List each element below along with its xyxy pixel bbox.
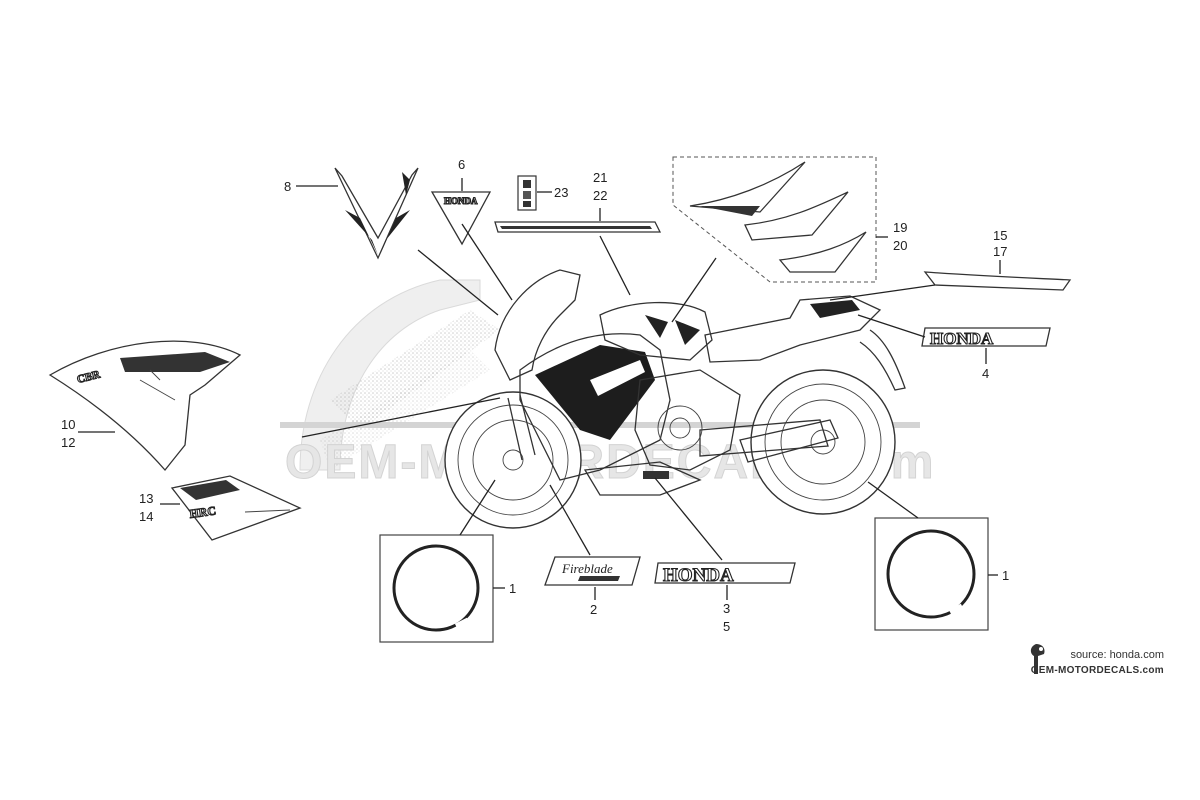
callout-17: 17 xyxy=(993,244,1007,259)
callout-12: 12 xyxy=(61,435,75,450)
decal-23-emblem xyxy=(517,175,537,211)
decal-13-hrc: HRC xyxy=(188,503,216,521)
decal-10-cbr: CBR xyxy=(76,368,102,386)
decal-1-rim-right xyxy=(874,517,989,631)
decal-21-22-stripe xyxy=(494,221,662,233)
decal-10-12-side-panel: CBR xyxy=(48,340,242,472)
callout-23: 23 xyxy=(554,185,568,200)
decal-3-5-honda-lower: HONDA xyxy=(654,562,796,587)
callout-1-left: 1 xyxy=(509,581,516,596)
callout-1-right: 1 xyxy=(1002,568,1009,583)
lower-cowl xyxy=(583,461,702,496)
callout-21: 21 xyxy=(593,170,607,185)
callout-22: 22 xyxy=(593,188,607,203)
decal-13-14-hrc-panel: HRC xyxy=(170,475,302,541)
decal-1-rim-left xyxy=(379,534,494,643)
upper-fairing xyxy=(494,269,581,381)
decal-4-honda-rear: HONDA xyxy=(921,327,1051,349)
decal-3-text: HONDA xyxy=(663,565,734,586)
seat-tail xyxy=(704,295,882,363)
engine xyxy=(634,369,741,471)
callout-13: 13 xyxy=(139,491,153,506)
callout-6: 6 xyxy=(458,157,465,172)
decal-6-triangle: HONDA xyxy=(430,191,492,246)
callout-20: 20 xyxy=(893,238,907,253)
decal-15-17-tail-strip xyxy=(923,271,1072,291)
brand-logo-icon xyxy=(1026,642,1048,681)
front-wheel xyxy=(444,391,582,529)
callout-3: 3 xyxy=(723,601,730,616)
callout-10: 10 xyxy=(61,417,75,432)
leader-lines xyxy=(78,178,1001,600)
fuel-tank xyxy=(599,301,713,361)
callout-19: 19 xyxy=(893,220,907,235)
callout-4: 4 xyxy=(982,366,989,381)
callout-2: 2 xyxy=(590,602,597,617)
decal-8-nose-v xyxy=(334,167,419,260)
decal-19-20-fins xyxy=(672,156,877,283)
source-credit: source: honda.com OEM-MOTORDECALS.com xyxy=(1031,649,1164,676)
decal-4-text: HONDA xyxy=(930,329,994,348)
callout-5: 5 xyxy=(723,619,730,634)
callout-15: 15 xyxy=(993,228,1007,243)
decal-2-fireblade: Fireblade xyxy=(544,556,641,586)
callout-14: 14 xyxy=(139,509,153,524)
source-brand: OEM-MOTORDECALS.com xyxy=(1030,665,1164,676)
callout-numbers: 8 6 23 21 22 19 20 15 17 4 10 12 13 14 1… xyxy=(61,157,1009,634)
decal-2-text: Fireblade xyxy=(561,561,613,576)
source-text: source: honda.com xyxy=(1070,649,1164,661)
decal-6-text: HONDA xyxy=(444,196,478,206)
callout-8: 8 xyxy=(284,179,291,194)
motorcycle xyxy=(444,269,906,529)
